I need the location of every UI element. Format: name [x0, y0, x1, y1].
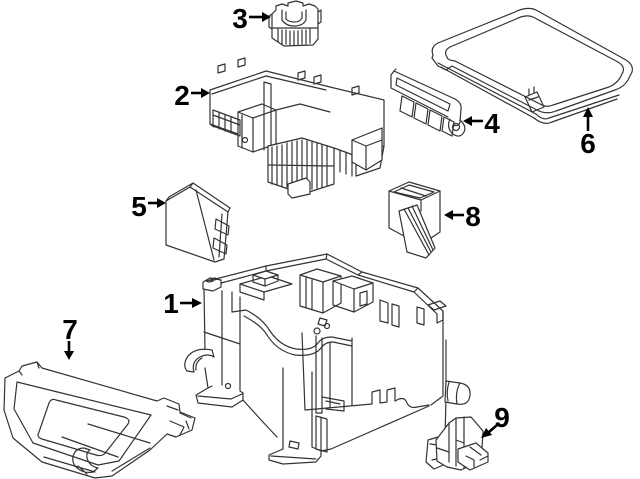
callout-4: 4 [463, 108, 500, 139]
callout-5: 5 [131, 191, 166, 222]
callout-2-number: 2 [174, 80, 190, 111]
part-fuse-box-upper-cover [431, 7, 633, 124]
callout-7-number: 7 [62, 314, 78, 345]
callout-8-number: 8 [465, 201, 481, 232]
part-upper-fuse-relay-block [209, 57, 385, 199]
part-relay [388, 181, 441, 259]
part-relay-connector-bracket [268, 0, 322, 47]
callout-6-number: 6 [580, 128, 596, 159]
callout-9-arrow [488, 424, 498, 433]
part-control-module [165, 182, 231, 263]
callout-4-number: 4 [484, 108, 500, 139]
callout-3: 3 [232, 3, 271, 34]
callout-5-number: 5 [131, 191, 147, 222]
callout-9-number: 9 [494, 402, 510, 433]
part-mounting-bracket [435, 416, 489, 471]
callout-7: 7 [62, 314, 78, 360]
part-fusible-link-block [390, 68, 466, 137]
callout-1: 1 [163, 288, 202, 319]
callout-2: 2 [174, 80, 210, 111]
callout-9: 9 [481, 402, 510, 438]
callout-3-number: 3 [232, 3, 248, 34]
callout-6: 6 [580, 107, 596, 159]
callout-1-number: 1 [163, 288, 179, 319]
part-fuse-box-main-housing [184, 253, 471, 470]
callout-8: 8 [444, 201, 481, 232]
part-lower-tray-cover [3, 361, 196, 479]
